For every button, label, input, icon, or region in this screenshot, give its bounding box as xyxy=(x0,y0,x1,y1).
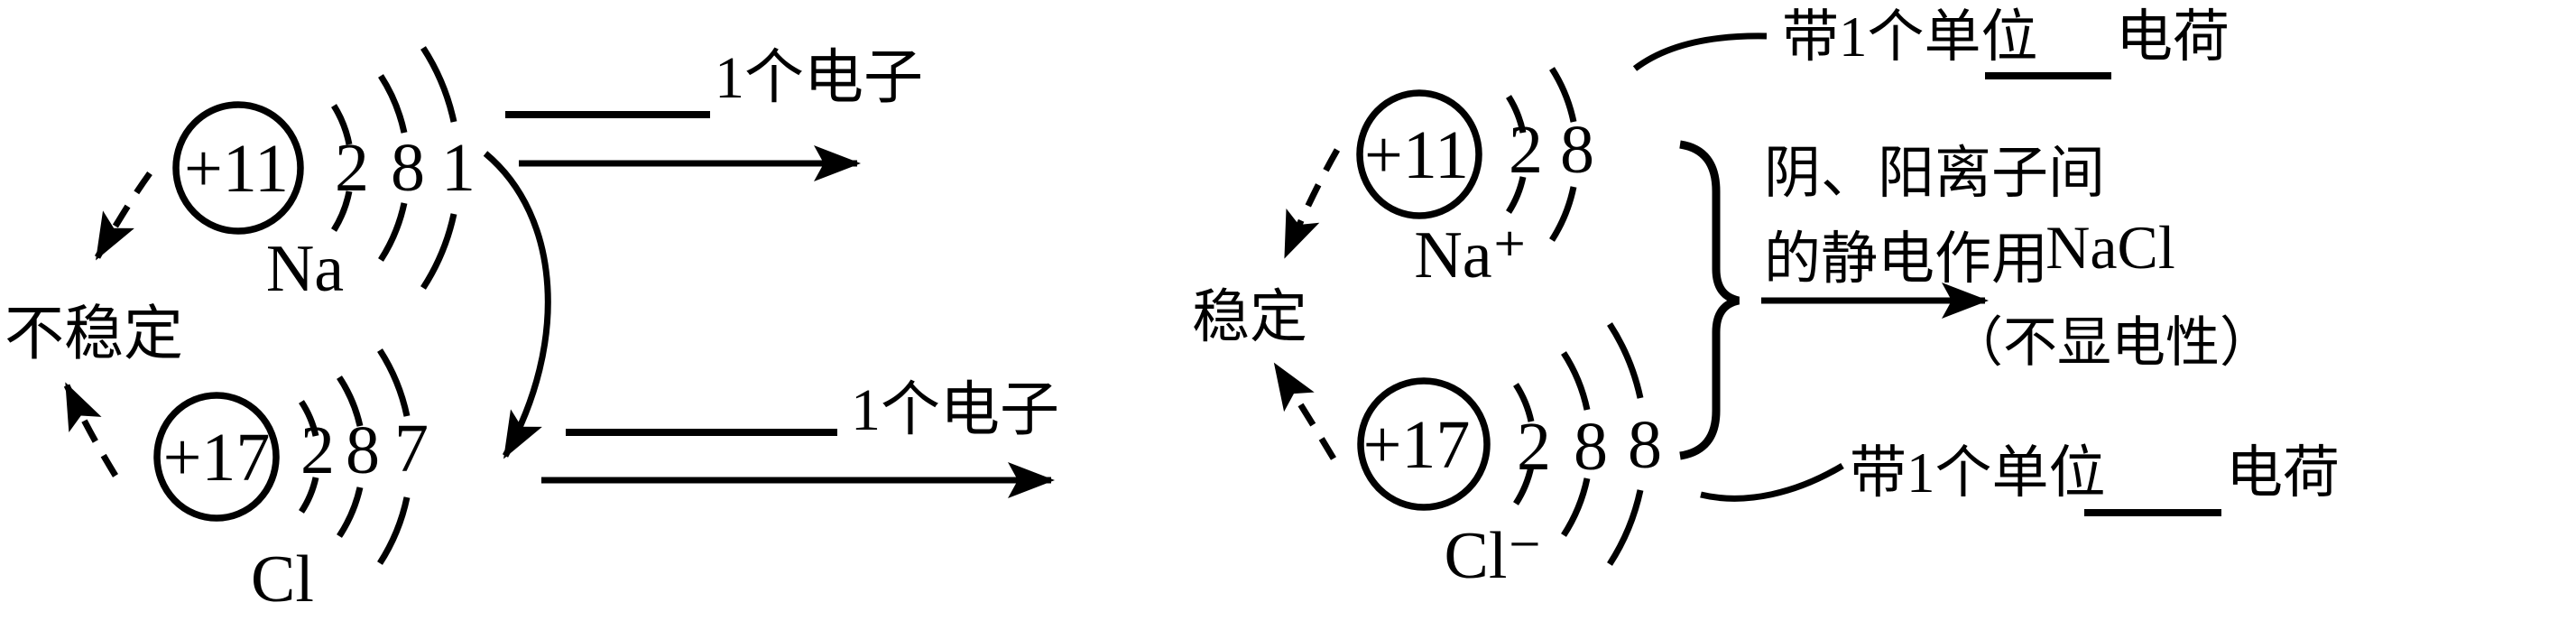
na-shell-count-3: 1 xyxy=(441,130,475,206)
na-ion-shell-count-1: 2 xyxy=(1509,112,1543,188)
chlorine-atom: +17 2 8 7 Cl xyxy=(153,348,429,616)
ions-brace xyxy=(1679,140,1740,460)
cation-charge-suffix: 电荷 xyxy=(2116,5,2230,69)
anion-charge-suffix: 电荷 xyxy=(2226,441,2340,505)
na-ion-nucleus-charge: +11 xyxy=(1364,117,1469,193)
na-ion-symbol: Na⁺ xyxy=(1414,218,1527,292)
cl-ion-nucleus-circle xyxy=(1357,377,1491,511)
electron-transfer-curved-arrow xyxy=(483,151,551,459)
cl-symbol: Cl xyxy=(251,542,314,616)
na-ion-shell-count-2: 8 xyxy=(1560,112,1594,188)
anion-charge-prefix: 带1个单位 xyxy=(1850,441,2106,505)
chloride-ion: +17 2 8 8 Cl⁻ xyxy=(1357,322,1662,593)
pointer-curve-anion-note xyxy=(1700,462,1844,502)
na-shell-count-2: 8 xyxy=(391,130,425,206)
electron-bottom-label: 1个电子 xyxy=(851,377,1059,443)
cl-shell-count-1: 2 xyxy=(300,412,335,488)
na-nucleus-circle xyxy=(172,101,304,235)
cl-nucleus-circle xyxy=(153,392,280,522)
cl-electron-shell-arcs xyxy=(299,348,411,565)
cl-ion-electron-shell-arcs xyxy=(1513,322,1644,566)
dashed-arrow-na-ion-to-stable xyxy=(1282,148,1341,259)
cl-ion-shell-count-2: 8 xyxy=(1574,409,1608,485)
cl-ion-nucleus-charge: +17 xyxy=(1363,407,1471,483)
na-nucleus-charge: +11 xyxy=(184,131,289,207)
unstable-label: 不稳定 xyxy=(5,301,183,367)
cation-charge-prefix: 带1个单位 xyxy=(1782,5,2038,69)
cl-ion-shell-count-1: 2 xyxy=(1517,409,1551,485)
na-electron-shell-arcs xyxy=(330,46,457,290)
na-symbol: Na xyxy=(266,232,344,306)
sodium-ion: +11 2 8 Na⁺ xyxy=(1356,67,1594,292)
product-formula: NaCl xyxy=(2045,213,2175,282)
interaction-text-line1: 阴、阳离子间 xyxy=(1764,142,2105,205)
dashed-arrow-na-to-unstable xyxy=(94,171,152,261)
interaction-text-line2: 的静电作用 xyxy=(1764,227,2048,291)
na-ion-nucleus-circle xyxy=(1356,89,1482,219)
dashed-arrow-cl-ion-to-stable xyxy=(1273,362,1337,460)
cl-ion-symbol: Cl⁻ xyxy=(1445,519,1543,593)
na-shell-count-1: 2 xyxy=(335,130,369,206)
na-ion-electron-shell-arcs xyxy=(1505,67,1577,242)
cl-nucleus-charge: +17 xyxy=(163,420,271,496)
cl-ion-shell-count-3: 8 xyxy=(1628,407,1662,483)
stable-label: 稳定 xyxy=(1192,285,1307,349)
electron-top-label: 1个电子 xyxy=(715,45,923,111)
dashed-arrow-cl-to-unstable xyxy=(63,382,118,477)
cl-shell-count-2: 8 xyxy=(346,412,380,488)
product-note: （不显电性） xyxy=(1949,313,2274,373)
pointer-curve-cation-note xyxy=(1632,32,1768,71)
cl-shell-count-3: 7 xyxy=(394,411,429,487)
sodium-atom: +11 2 8 1 Na xyxy=(172,46,475,306)
